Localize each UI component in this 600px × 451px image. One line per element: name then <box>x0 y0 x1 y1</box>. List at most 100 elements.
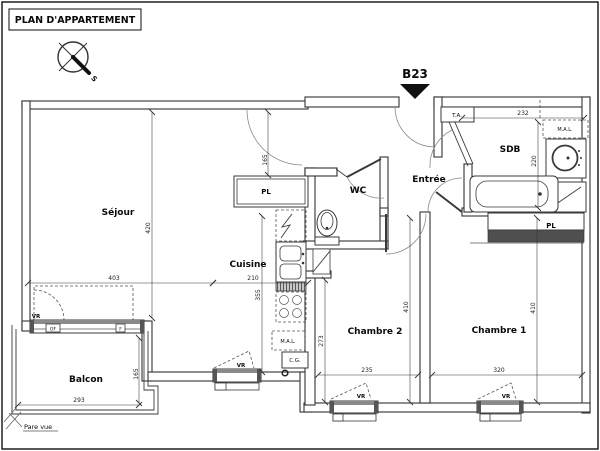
pare-vue-label: Pare vue <box>24 423 52 431</box>
sejour-bay-arc-dashed <box>33 289 65 321</box>
vr-chambre1-label: VR <box>502 394 511 400</box>
bathtub-icon <box>469 175 559 213</box>
vr-chambre2-label: VR <box>357 394 366 400</box>
balcony <box>3 325 159 430</box>
cg-box <box>281 351 309 369</box>
balcony-parapet-inner <box>15 329 155 411</box>
wall-sdb-slant-b <box>453 119 474 165</box>
sash-of-box <box>45 323 61 333</box>
dim-chambre2-width: 235 <box>361 367 373 374</box>
dimension-lines <box>14 108 588 409</box>
balcony-parapet-outer <box>11 325 159 415</box>
dim-chambre2-inner: 273 <box>318 335 325 347</box>
chambre1-window-swing <box>477 382 517 400</box>
chambre2-door-swing <box>385 213 427 255</box>
wall-left <box>21 100 31 331</box>
sash-f-label: F <box>119 327 122 333</box>
window-chambre1: VR <box>476 382 524 422</box>
corner-hatch-a <box>3 407 17 423</box>
fixtures <box>233 100 589 377</box>
cuisine-window-swing <box>213 350 255 369</box>
window-cuisine: VR <box>212 350 262 391</box>
wall-top-right <box>433 96 591 108</box>
wall-sdb-slant-a <box>448 121 469 167</box>
label-cg: C.G. <box>289 358 301 364</box>
chambre2-window-swing <box>330 382 372 400</box>
corner-hatch-b <box>5 411 22 430</box>
label-balcon: Balcon <box>69 375 103 385</box>
label-mal-cuisine: M.A.L. <box>280 339 296 345</box>
wall-wc-slant <box>335 168 348 178</box>
kitchen-sink-icon <box>275 241 307 283</box>
dim-chambre2-height: 410 <box>403 301 410 313</box>
window-chambre2: VR <box>329 382 379 422</box>
entrance-door-swing <box>394 106 435 148</box>
wall-top-left <box>21 100 309 110</box>
page-title: PLAN D'APPARTEMENT <box>15 15 136 26</box>
label-cuisine: Cuisine <box>229 260 266 270</box>
sejour-bay-swing-dashed <box>33 285 134 320</box>
dim-chambre1-width: 320 <box>493 367 505 374</box>
label-chambre2: Chambre 2 <box>348 327 403 337</box>
compass-icon: S <box>57 41 99 84</box>
wall-bottom <box>303 402 591 413</box>
chambre2-sill-box <box>332 413 344 422</box>
wall-top-mid <box>304 96 400 108</box>
wall-chambre-divider <box>419 211 431 404</box>
wall-chambre2-top-piece <box>379 207 389 217</box>
hob-icon <box>275 291 307 323</box>
entrance-arrow-icon <box>400 84 430 99</box>
cg-valve-icon <box>281 369 289 377</box>
wall-wc-top <box>304 167 338 177</box>
dim-chambre1-height: 410 <box>530 302 537 314</box>
toilet-icon <box>314 209 340 246</box>
wall-right <box>581 96 591 414</box>
sash-f-box <box>115 323 126 333</box>
chambre1-sill-box <box>479 413 491 422</box>
label-pl-chambre1: PL <box>546 222 556 230</box>
chambre1-door-swing <box>427 177 463 213</box>
label-ta: T.A. <box>451 113 462 119</box>
vr-sejour-label: VR <box>32 314 41 320</box>
dim-balcon-height: 165 <box>133 368 140 380</box>
sejour-door-swing <box>246 109 303 166</box>
compass-south-arm <box>71 55 91 75</box>
window-sejour: OF F VR <box>29 285 145 334</box>
room-labels: Séjour Cuisine Balcon WC Entrée SDB Cham… <box>69 113 573 385</box>
label-entree: Entrée <box>412 174 446 185</box>
doors <box>246 106 463 255</box>
unit-marker: B23 <box>400 67 430 99</box>
dim-passage-cuisine: 165 <box>262 154 269 166</box>
drainer-hatch <box>275 281 307 292</box>
dim-cuisine-width: 210 <box>247 275 259 282</box>
hand-basin-icon <box>312 248 331 275</box>
washbasin-icon <box>545 138 587 179</box>
compass-south-label: S <box>89 74 98 83</box>
mal-cuisine-box <box>271 330 306 351</box>
dim-balcon-width: 293 <box>73 397 85 404</box>
sash-of-label: OF <box>50 327 57 333</box>
fridge-outline <box>275 209 307 242</box>
label-wc: WC <box>350 186 367 196</box>
windows: OF F VR VR VR <box>29 285 524 422</box>
dimension-labels: 420 403 210 355 165 293 165 232 220 235 … <box>73 110 538 404</box>
sdb-door-swing <box>429 129 453 169</box>
title-box <box>8 8 142 31</box>
label-sdb: SDB <box>500 145 521 155</box>
title-block: PLAN D'APPARTEMENT <box>8 8 142 31</box>
label-mal-sdb: M.A.L. <box>557 127 573 133</box>
dim-cuisine-height: 355 <box>255 289 262 301</box>
dim-sejour-width: 403 <box>108 275 120 282</box>
wc-door-leaf <box>346 158 382 178</box>
wall-entry-stub <box>433 96 443 158</box>
chambre1-door-leaf <box>435 191 463 213</box>
dim-sejour-height: 420 <box>145 222 152 234</box>
unit-label: B23 <box>402 67 428 81</box>
label-chambre1: Chambre 1 <box>472 326 527 336</box>
wc-door-swing <box>346 176 385 199</box>
label-pl-cuisine: PL <box>261 188 271 196</box>
pare-vue-annotation: Pare vue <box>8 412 58 432</box>
